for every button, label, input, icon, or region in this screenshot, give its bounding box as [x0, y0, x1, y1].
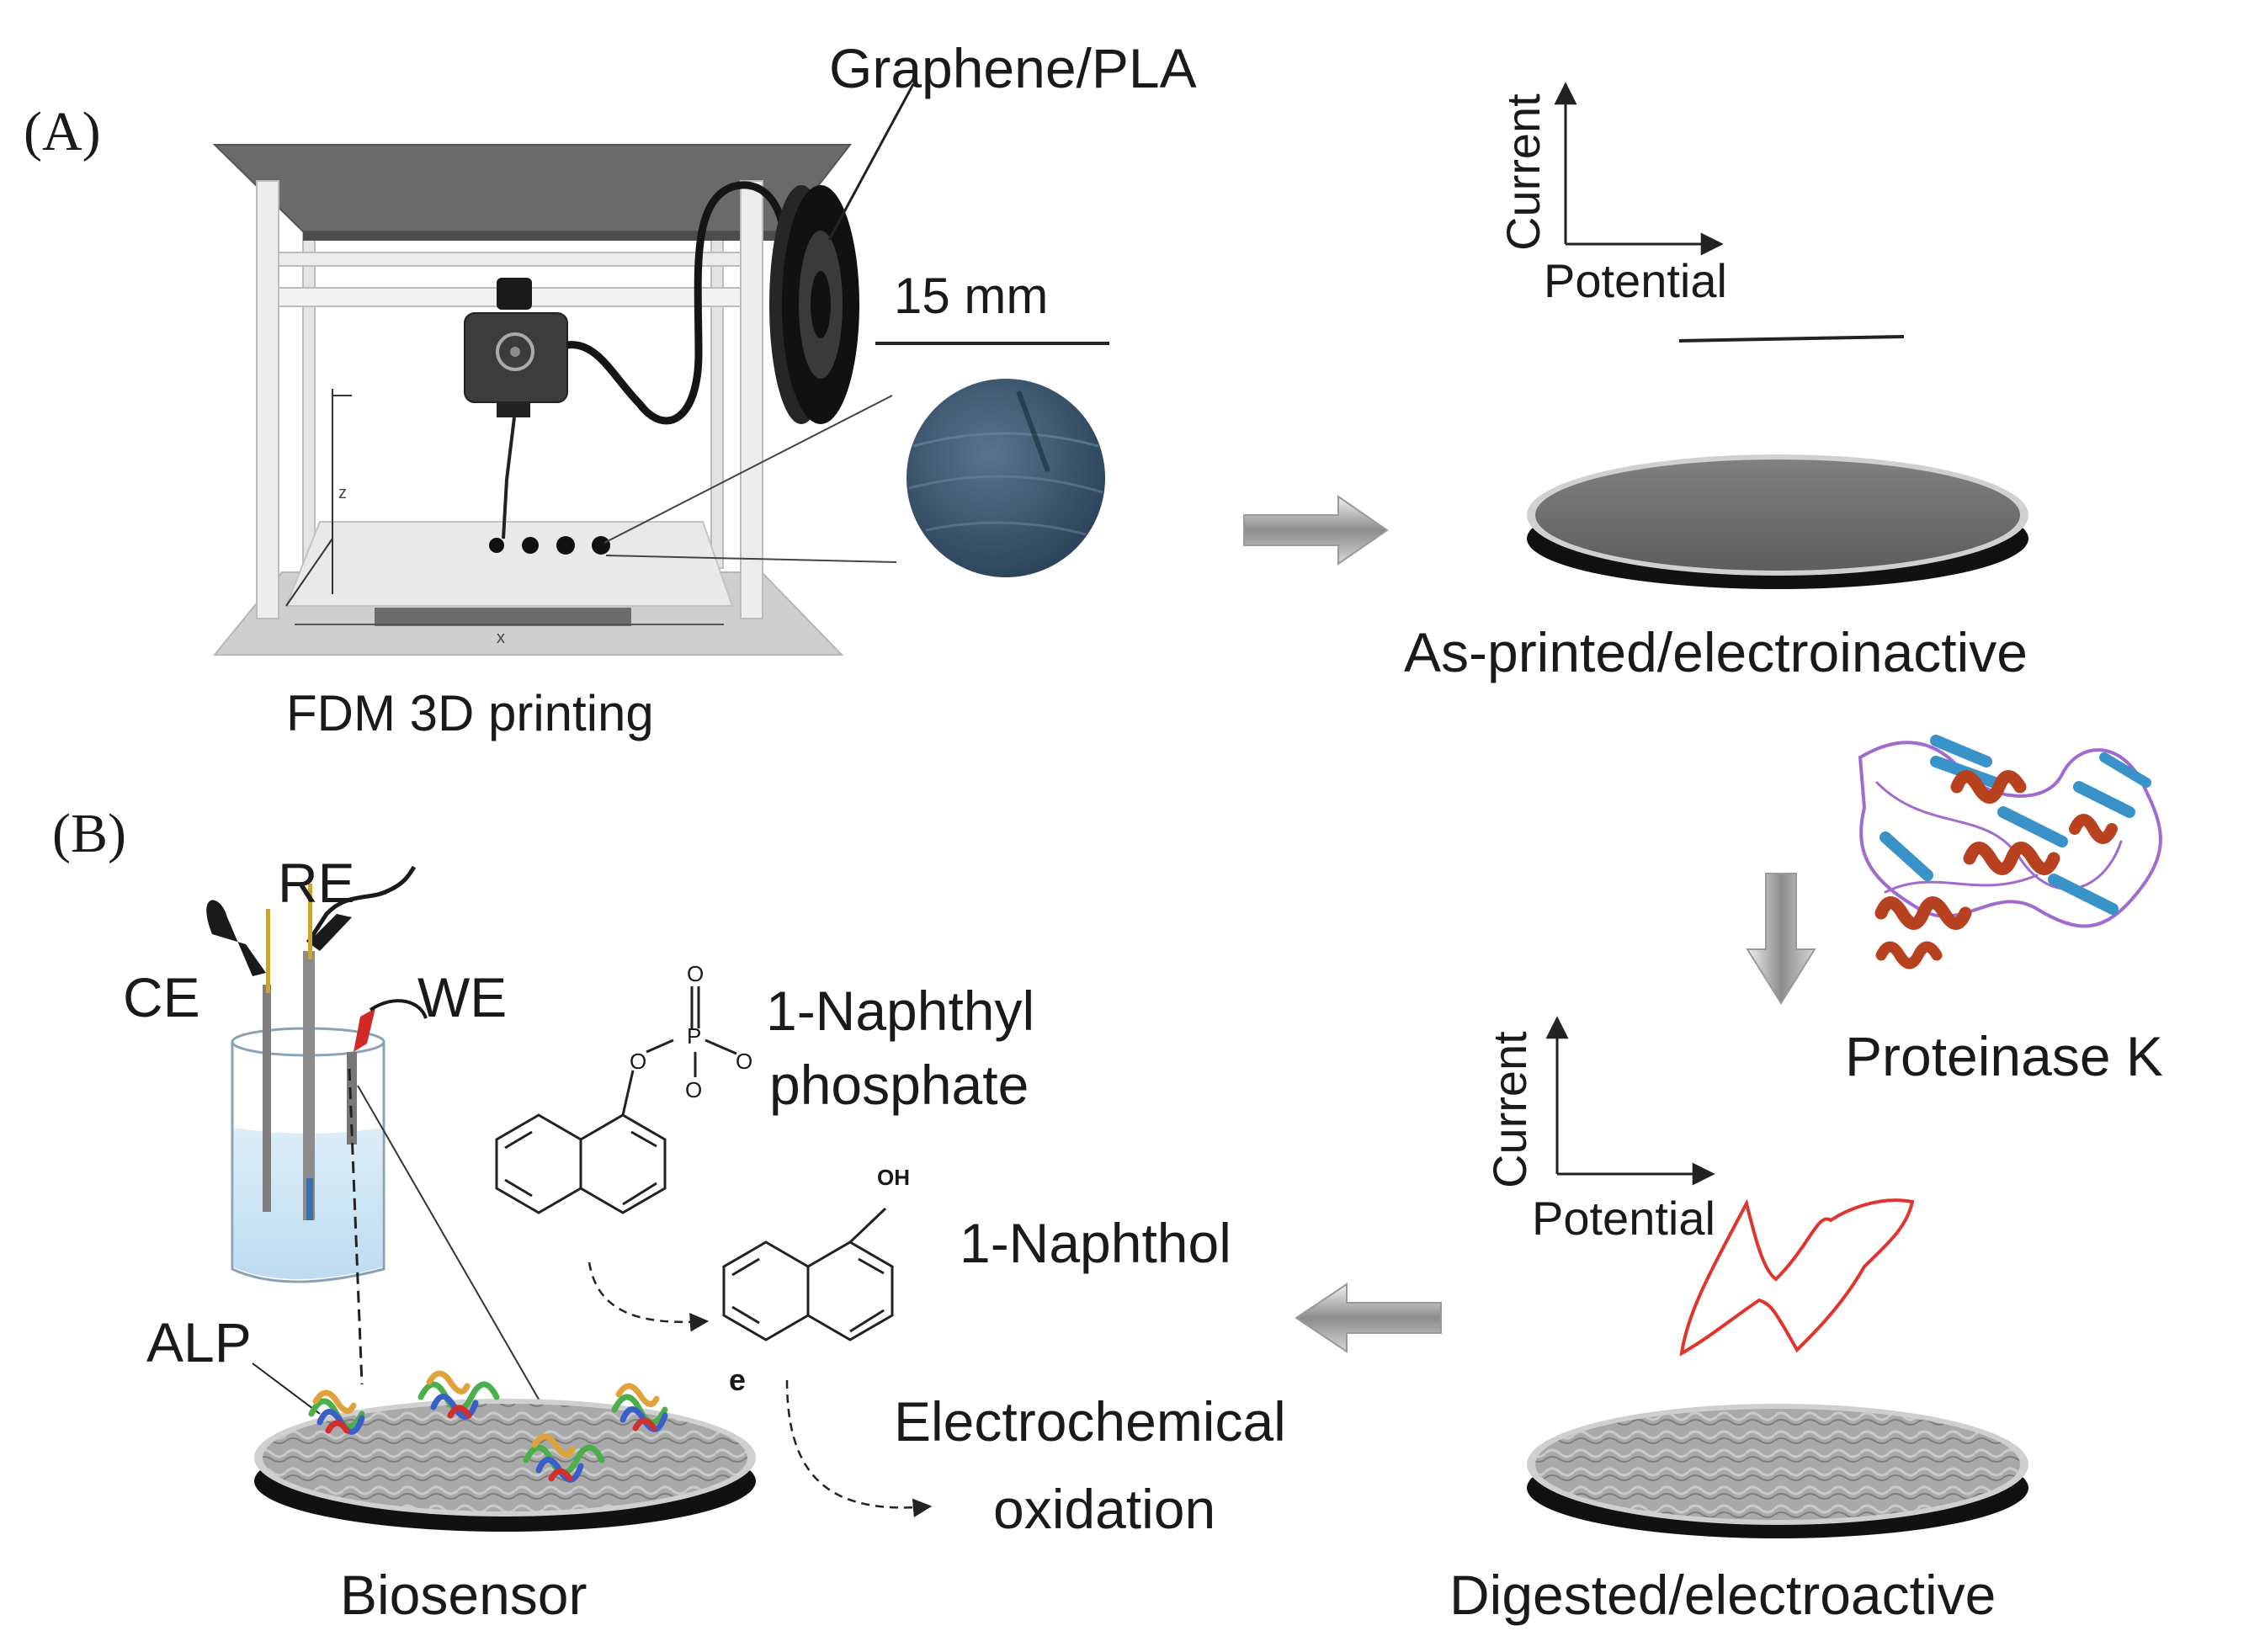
alp-enzymes	[308, 1370, 668, 1483]
working-electrode-label: WE	[417, 966, 508, 1028]
oxidation-arrow	[785, 1379, 933, 1517]
axes-asprinted	[1554, 82, 1724, 256]
arrow-right-printing-to-electrode	[1243, 495, 1389, 566]
axes-digested	[1545, 1016, 1715, 1186]
panel-label-a: (A)	[24, 101, 101, 162]
cv-curve-digested	[1679, 1198, 1915, 1357]
scale-bar-label: 15 mm	[894, 268, 1049, 324]
we-dashed-link	[348, 1068, 364, 1385]
reference-electrode-label: RE	[278, 852, 355, 914]
naphthol-structure	[722, 1207, 894, 1341]
arrow-left-to-biosensor	[1295, 1283, 1442, 1353]
digested-caption: Digested/electroactive	[1449, 1564, 1996, 1626]
substrate-label-line1: 1-Naphthyl	[766, 980, 1035, 1042]
current-axis-label-digested: Current	[1483, 1031, 1536, 1188]
zoom-line-bottom	[605, 555, 897, 563]
counter-electrode-label: CE	[123, 966, 200, 1028]
panel-label-b: (B)	[52, 803, 126, 864]
naphthyl-phosphate-structure	[495, 986, 737, 1214]
z-axis-label: z	[338, 484, 347, 502]
phosphate-oxygen-bottom: O	[685, 1077, 703, 1102]
x-axis-label: x	[497, 629, 505, 647]
current-axis-label-asprinted: Current	[1497, 93, 1550, 251]
proteinase-k-structure	[1858, 735, 2162, 969]
phosphorus-label: P	[687, 1023, 702, 1049]
filament-label: Graphene/PLA	[829, 37, 1197, 99]
phosphate-oxygen-right: O	[736, 1049, 753, 1074]
product-label: 1-Naphthol	[960, 1212, 1231, 1274]
potential-axis-label-asprinted: Potential	[1544, 254, 1727, 307]
electrode-disk-digested	[1527, 1404, 2028, 1538]
asprinted-caption: As-printed/electroinactive	[1404, 621, 2028, 683]
proteinase-k-label: Proteinase K	[1845, 1025, 2163, 1087]
potential-axis-label-digested: Potential	[1532, 1192, 1715, 1245]
arrow-down-digestion	[1746, 873, 1816, 1005]
electron-label: e	[729, 1363, 747, 1397]
reaction-label-line1: Electrochemical	[894, 1390, 1286, 1453]
zoom-line-top	[603, 395, 893, 544]
phosphate-oxygen-top: O	[687, 961, 704, 986]
printing-caption: FDM 3D printing	[286, 685, 654, 741]
electrode-disk-asprinted	[1527, 454, 2028, 589]
fdm-printer-illustration	[212, 144, 859, 656]
hydrolysis-arrow	[588, 1262, 710, 1332]
substrate-label-line2: phosphate	[769, 1054, 1029, 1116]
cv-flat-trace	[1678, 335, 1905, 343]
electrochemical-cell	[206, 865, 428, 1283]
printed-disc-photo	[907, 379, 1105, 577]
phosphate-oxygen-left: O	[630, 1049, 647, 1074]
reaction-label-line2: oxidation	[993, 1478, 1216, 1540]
we-solid-link	[357, 1085, 548, 1415]
hydroxyl-label: OH	[877, 1165, 910, 1190]
biosensor-caption: Biosensor	[340, 1564, 588, 1626]
biosensor-disk	[254, 1399, 756, 1532]
alp-label: ALP	[146, 1311, 252, 1373]
alp-leader-line	[252, 1363, 321, 1415]
filament-leader-line	[827, 83, 915, 241]
